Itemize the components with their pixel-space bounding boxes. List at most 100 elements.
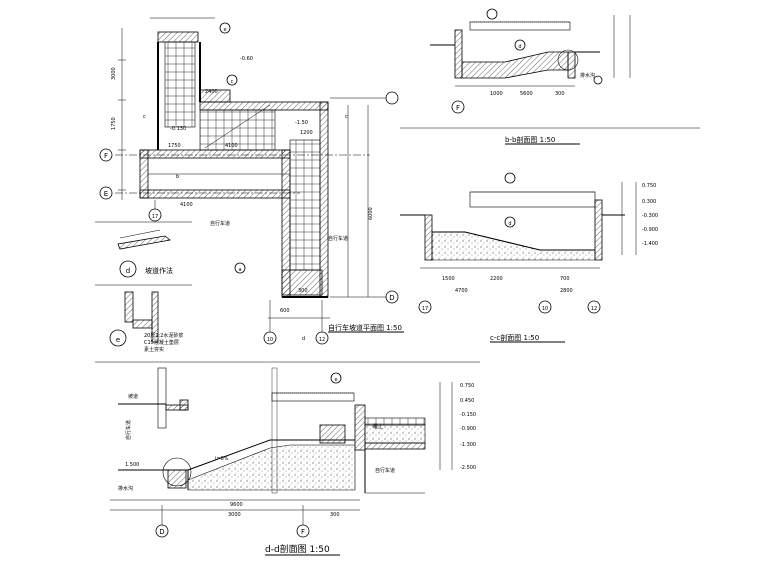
stair-cap <box>157 31 199 43</box>
detail-mark-d <box>119 260 137 278</box>
svg-text:1750: 1750 <box>111 117 117 130</box>
svg-text:6000: 6000 <box>368 207 374 220</box>
svg-text:自行车道: 自行车道 <box>210 220 230 227</box>
svg-text:300: 300 <box>330 512 340 518</box>
svg-text:4100: 4100 <box>225 143 238 149</box>
cc-section: d 1500 2200 700 4700 2800 17 10 12 0.750… <box>400 172 658 343</box>
svg-text:d: d <box>508 221 511 227</box>
dd-section: e 自行车道 坡道 1.500 排水沟 覆土 自行车道 i=8% 9600 30… <box>95 361 480 556</box>
svg-text:d: d <box>302 336 305 342</box>
axis-bubble-E <box>99 186 113 200</box>
plan-view: F E 17 10 12 D e c a c b c d 1750 4100 4… <box>99 17 404 345</box>
svg-text:300: 300 <box>555 91 565 97</box>
axis-label-10: 10 <box>267 337 273 343</box>
svg-text:5600: 5600 <box>520 91 533 97</box>
bb-section: d 排水沟 1000 5600 300 F b-b剖面图 1:50 <box>400 8 700 145</box>
svg-text:17: 17 <box>422 306 428 312</box>
axis-label-17: 17 <box>152 214 158 220</box>
svg-text:d: d <box>518 44 521 50</box>
svg-text:-0.150: -0.150 <box>460 412 476 418</box>
axis-label-D: D <box>389 294 394 302</box>
svg-text:i=8%: i=8% <box>215 456 229 462</box>
svg-text:素土夯实: 素土夯实 <box>144 346 164 353</box>
svg-text:700: 700 <box>560 276 570 282</box>
section-mark-c-top <box>226 74 238 86</box>
svg-text:-1.300: -1.300 <box>460 442 476 448</box>
plan-title: 自行车坡道平面图 1:50 <box>328 323 402 332</box>
svg-text:20厚1:2水泥砂浆: 20厚1:2水泥砂浆 <box>144 332 183 339</box>
svg-text:覆土: 覆土 <box>373 423 383 430</box>
svg-text:0.750: 0.750 <box>460 383 474 389</box>
svg-text:4100: 4100 <box>180 202 193 208</box>
svg-text:c: c <box>231 79 234 85</box>
svg-text:12: 12 <box>591 306 597 312</box>
axis-bubble-17 <box>148 208 162 222</box>
bb-title: b-b剖面图 1:50 <box>505 135 555 144</box>
svg-text:-1.400: -1.400 <box>642 241 658 247</box>
svg-text:坡道: 坡道 <box>128 393 138 400</box>
svg-text:0.450: 0.450 <box>460 398 474 404</box>
svg-text:9600: 9600 <box>230 502 243 508</box>
axis-bubble-top <box>385 91 399 105</box>
axis-bubble-10-cc <box>538 300 552 314</box>
svg-text:1750: 1750 <box>168 143 181 149</box>
svg-text:0.750: 0.750 <box>642 183 656 189</box>
svg-text:-0.60: -0.60 <box>240 56 253 62</box>
section-mark-a <box>234 262 246 274</box>
axis-bubble-12 <box>315 331 329 345</box>
svg-text:e: e <box>223 27 226 33</box>
svg-text:排水沟: 排水沟 <box>580 72 595 79</box>
stair-tiles <box>164 41 196 128</box>
svg-text:F: F <box>456 104 460 112</box>
svg-text:4700: 4700 <box>455 288 468 294</box>
svg-text:-0.900: -0.900 <box>460 426 476 432</box>
axis-bubble-F-dd <box>296 524 310 538</box>
svg-text:3000: 3000 <box>228 512 241 518</box>
cc-title: c-c剖面图 1:50 <box>490 333 539 342</box>
ramp-detail: d 坡道作法 <box>95 221 192 286</box>
detail-mark-e <box>109 329 127 347</box>
axis-bubble-12-cc <box>587 300 601 314</box>
svg-text:排水沟: 排水沟 <box>118 485 133 492</box>
svg-text:c: c <box>345 114 348 120</box>
axis-bubble-D <box>385 290 399 304</box>
svg-text:3000: 3000 <box>111 67 117 80</box>
section-mark-e-top <box>219 22 231 34</box>
svg-text:a: a <box>238 267 241 273</box>
svg-text:600: 600 <box>280 308 290 314</box>
svg-text:b: b <box>176 174 179 180</box>
axis-bubble-17-cc <box>418 300 432 314</box>
axis-bubble-F <box>99 148 113 162</box>
svg-text:e: e <box>334 377 337 383</box>
svg-text:c: c <box>143 114 146 120</box>
svg-text:1000: 1000 <box>490 91 503 97</box>
svg-text:300: 300 <box>298 288 308 294</box>
svg-text:-0.130: -0.130 <box>170 126 186 132</box>
svg-text:2200: 2200 <box>490 276 503 282</box>
axis-bubble-F-bb <box>451 100 465 114</box>
svg-text:-1.50: -1.50 <box>295 120 308 126</box>
e-detail: e 20厚1:2水泥砂浆 C15混凝土垫层 素土夯实 <box>109 291 183 353</box>
svg-text:-0.300: -0.300 <box>642 213 658 219</box>
svg-text:-0.900: -0.900 <box>642 227 658 233</box>
svg-text:自行车道: 自行车道 <box>375 467 395 474</box>
svg-text:D: D <box>159 528 164 536</box>
svg-text:2800: 2800 <box>560 288 573 294</box>
detail-d-title: 坡道作法 <box>145 266 173 275</box>
axis-label-12: 12 <box>319 337 325 343</box>
axis-bubble-D-dd <box>155 524 169 538</box>
axis-label-F: F <box>104 152 108 160</box>
axis-bubble-10 <box>263 331 277 345</box>
svg-text:1500: 1500 <box>442 276 455 282</box>
axis-label-E: E <box>104 190 108 198</box>
svg-text:自行车道: 自行车道 <box>125 420 132 440</box>
svg-text:2400: 2400 <box>205 89 218 95</box>
svg-text:-2.500: -2.500 <box>460 465 476 471</box>
svg-text:1200: 1200 <box>300 130 313 136</box>
svg-text:d: d <box>126 267 130 275</box>
svg-text:e: e <box>116 336 120 344</box>
svg-text:0.300: 0.300 <box>642 199 656 205</box>
svg-text:自行车道: 自行车道 <box>328 235 348 242</box>
svg-text:10: 10 <box>542 306 548 312</box>
